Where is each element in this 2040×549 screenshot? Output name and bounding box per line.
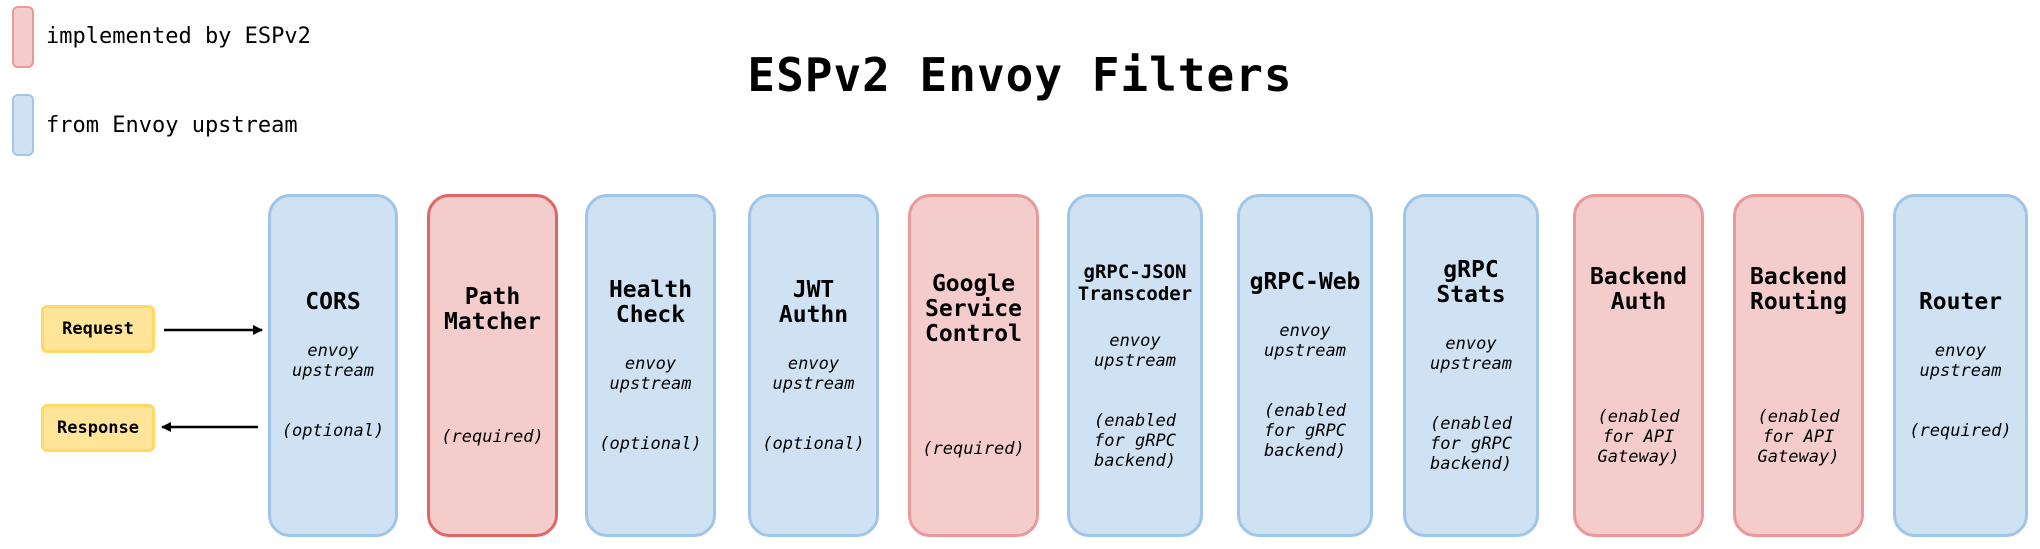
- filter-note: (enabled for gRPC backend): [1094, 410, 1176, 471]
- filter-note: (required): [1909, 421, 2012, 441]
- filter-name: CORS: [305, 289, 361, 315]
- filter-note: (enabled for API Gateway): [1757, 406, 1840, 467]
- legend-espv2-label: implemented by ESPv2: [46, 24, 311, 49]
- filter-note: (required): [441, 426, 544, 447]
- response-box: Response: [41, 404, 155, 452]
- filter-name: Path Matcher: [444, 283, 541, 335]
- diagram-title: ESPv2 Envoy Filters: [747, 48, 1293, 102]
- filter-google-service-control: Google Service Control (required): [908, 194, 1039, 537]
- request-box: Request: [41, 305, 155, 353]
- filter-name: gRPC-JSON Transcoder: [1077, 260, 1193, 305]
- filter-note: (optional): [281, 421, 385, 441]
- filter-health-check: Health Check envoy upstream (optional): [585, 194, 716, 537]
- filter-source: envoy upstream: [1919, 341, 2002, 381]
- filter-name: Backend Auth: [1590, 263, 1687, 315]
- filter-source: envoy upstream: [292, 341, 374, 381]
- filter-source: envoy upstream: [1430, 333, 1512, 374]
- filter-backend-auth: Backend Auth (enabled for API Gateway): [1573, 194, 1704, 537]
- filter-source: envoy upstream: [772, 353, 855, 394]
- legend-upstream-swatch: [12, 94, 34, 156]
- filter-name: Backend Routing: [1750, 263, 1847, 315]
- filter-name: Google Service Control: [925, 271, 1022, 347]
- filter-name: JWT Authn: [778, 276, 849, 328]
- filter-jwt-authn: JWT Authn envoy upstream (optional): [748, 194, 879, 537]
- filter-grpc-stats: gRPC Stats envoy upstream (enabled for g…: [1403, 194, 1539, 537]
- filter-path-matcher: Path Matcher (required): [427, 194, 558, 537]
- filter-note: (required): [922, 439, 1025, 459]
- filter-cors: CORS envoy upstream (optional): [268, 194, 398, 537]
- filter-note: (enabled for gRPC backend): [1430, 413, 1512, 474]
- filter-name: gRPC Stats: [1436, 256, 1506, 308]
- filter-name: Router: [1918, 289, 2003, 315]
- legend-upstream-label: from Envoy upstream: [46, 113, 298, 138]
- filter-source: envoy upstream: [1264, 321, 1346, 361]
- filter-name: gRPC-Web: [1249, 269, 1361, 295]
- filter-source: envoy upstream: [609, 353, 692, 394]
- filter-source: envoy upstream: [1094, 330, 1176, 371]
- filter-name: Health Check: [608, 276, 693, 328]
- filter-note: (optional): [599, 433, 702, 454]
- filter-grpc-web: gRPC-Web envoy upstream (enabled for gRP…: [1237, 194, 1373, 537]
- filter-backend-routing: Backend Routing (enabled for API Gateway…: [1733, 194, 1864, 537]
- filter-note: (enabled for gRPC backend): [1264, 401, 1346, 461]
- filter-router: Router envoy upstream (required): [1893, 194, 2028, 537]
- filter-note: (optional): [762, 433, 865, 454]
- legend-espv2-swatch: [12, 6, 34, 68]
- filter-grpc-json-transcoder: gRPC-JSON Transcoder envoy upstream (ena…: [1067, 194, 1203, 537]
- filter-note: (enabled for API Gateway): [1597, 406, 1680, 467]
